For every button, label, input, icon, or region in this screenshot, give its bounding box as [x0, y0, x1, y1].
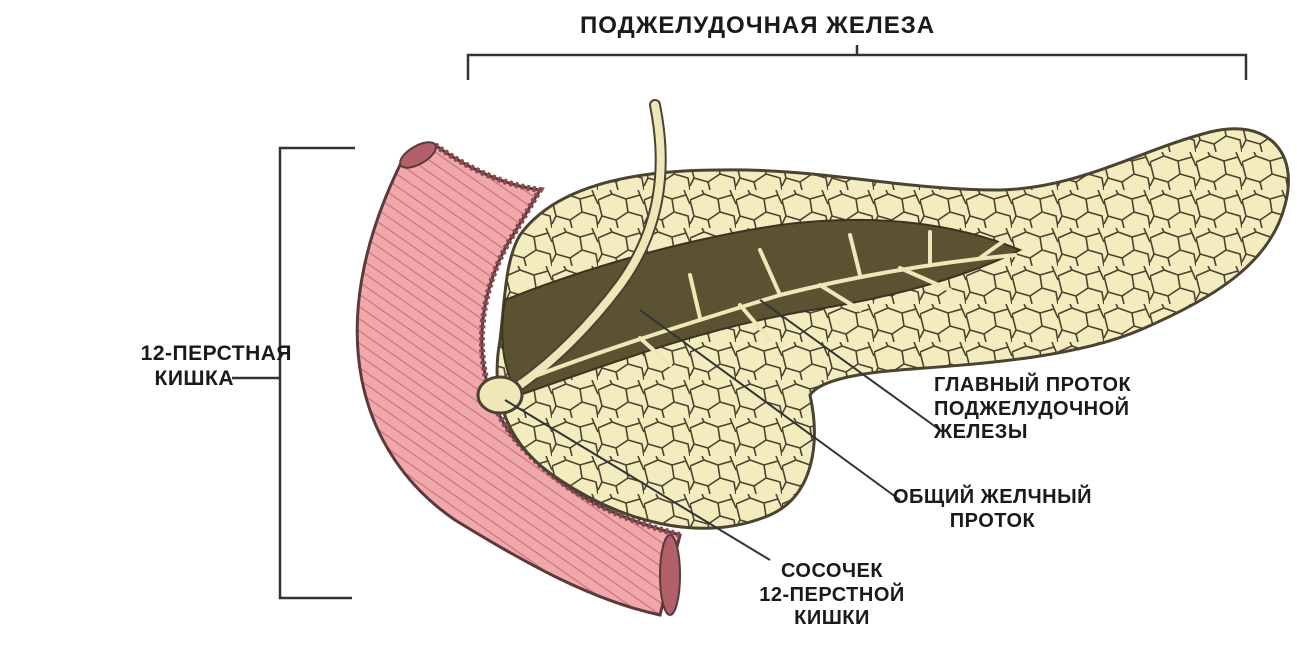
label-bile-duct-line2: ПРОТОК: [893, 510, 1092, 534]
label-papilla-line2: 12-ПЕРСТНОЙ: [712, 584, 952, 608]
label-bile-duct-line1: ОБЩИЙ ЖЕЛЧНЫЙ: [893, 486, 1092, 510]
label-bile-duct: ОБЩИЙ ЖЕЛЧНЫЙ ПРОТОК: [893, 486, 1092, 533]
label-papilla-line1: СОСОЧЕК: [712, 560, 952, 584]
label-duodenum-line1: 12-ПЕРСТНАЯ: [12, 342, 292, 367]
label-pancreas: ПОДЖЕЛУДОЧНАЯ ЖЕЛЕЗА: [580, 12, 935, 40]
label-main-duct-line2: ПОДЖЕЛУДОЧНОЙ: [934, 398, 1131, 422]
pancreas: [478, 105, 1288, 528]
label-duodenum-line2: КИШКА: [12, 367, 292, 392]
label-papilla-line3: КИШКИ: [712, 607, 952, 631]
label-papilla: СОСОЧЕК 12-ПЕРСТНОЙ КИШКИ: [712, 560, 952, 631]
label-main-duct-line3: ЖЕЛЕЗЫ: [934, 421, 1131, 445]
label-main-duct-line1: ГЛАВНЫЙ ПРОТОК: [934, 374, 1131, 398]
label-main-duct: ГЛАВНЫЙ ПРОТОК ПОДЖЕЛУДОЧНОЙ ЖЕЛЕЗЫ: [934, 374, 1131, 445]
label-duodenum: 12-ПЕРСТНАЯ КИШКА: [12, 342, 292, 392]
pancreas-bracket: [468, 45, 1246, 80]
